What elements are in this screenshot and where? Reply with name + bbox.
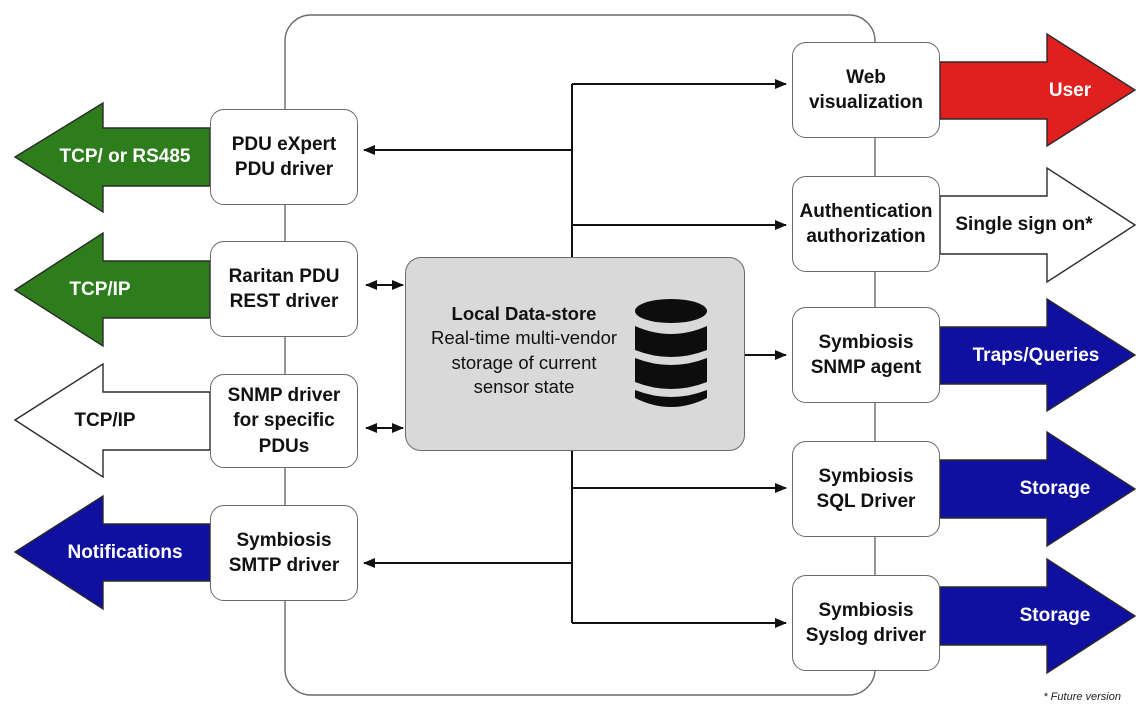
right-arrow-storage-sql bbox=[939, 430, 1137, 548]
driver-smtp: Symbiosis SMTP driver bbox=[210, 505, 358, 601]
right-arrow-user bbox=[939, 32, 1137, 148]
datastore-line-3: sensor state bbox=[473, 376, 575, 398]
right-arrow-sso bbox=[939, 166, 1137, 284]
driver-raritan-rest: Raritan PDU REST driver bbox=[210, 241, 358, 337]
arrow-label-notifications: Notifications bbox=[67, 541, 183, 563]
arrow-label-tcp-rs485: TCP/ or RS485 bbox=[59, 146, 191, 167]
service-syslog-driver: Symbiosis Syslog driver bbox=[792, 575, 940, 671]
right-arrow-traps bbox=[939, 297, 1137, 413]
arrow-label-raritan-tcpip: TCP/IP bbox=[69, 278, 131, 300]
driver-snmp: SNMP driver for specific PDUs bbox=[210, 374, 358, 468]
datastore-line-1: Real-time multi-vendor bbox=[430, 327, 618, 349]
datastore-title: Local Data-store bbox=[451, 303, 597, 324]
arrow-label-storage-sql: Storage bbox=[1019, 478, 1091, 499]
service-snmp-agent: Symbiosis SNMP agent bbox=[792, 307, 940, 403]
arrow-label-storage-syslog: Storage bbox=[1019, 605, 1091, 626]
local-datastore: Local Data-store Real-time multi-vendor … bbox=[405, 257, 745, 451]
right-arrow-storage-syslog bbox=[939, 557, 1137, 675]
arrow-label-user: User bbox=[1048, 79, 1092, 101]
arrow-label-snmp-tcpip: TCP/IP bbox=[74, 410, 136, 431]
datastore-line-2: storage of current bbox=[451, 351, 597, 373]
database-icon bbox=[635, 299, 707, 407]
arrow-label-sso: Single sign on* bbox=[955, 214, 1093, 235]
driver-pdu-expert: PDU eXpert PDU driver bbox=[210, 109, 358, 205]
arrow-label-traps: Traps/Queries bbox=[972, 344, 1100, 366]
service-authentication: Authentication authorization bbox=[792, 176, 940, 272]
service-web-visualization: Web visualization bbox=[792, 42, 940, 138]
footnote: * Future version bbox=[1043, 691, 1121, 703]
service-sql-driver: Symbiosis SQL Driver bbox=[792, 441, 940, 537]
datastore-description: Local Data-store Real-time multi-vendor … bbox=[406, 302, 642, 400]
